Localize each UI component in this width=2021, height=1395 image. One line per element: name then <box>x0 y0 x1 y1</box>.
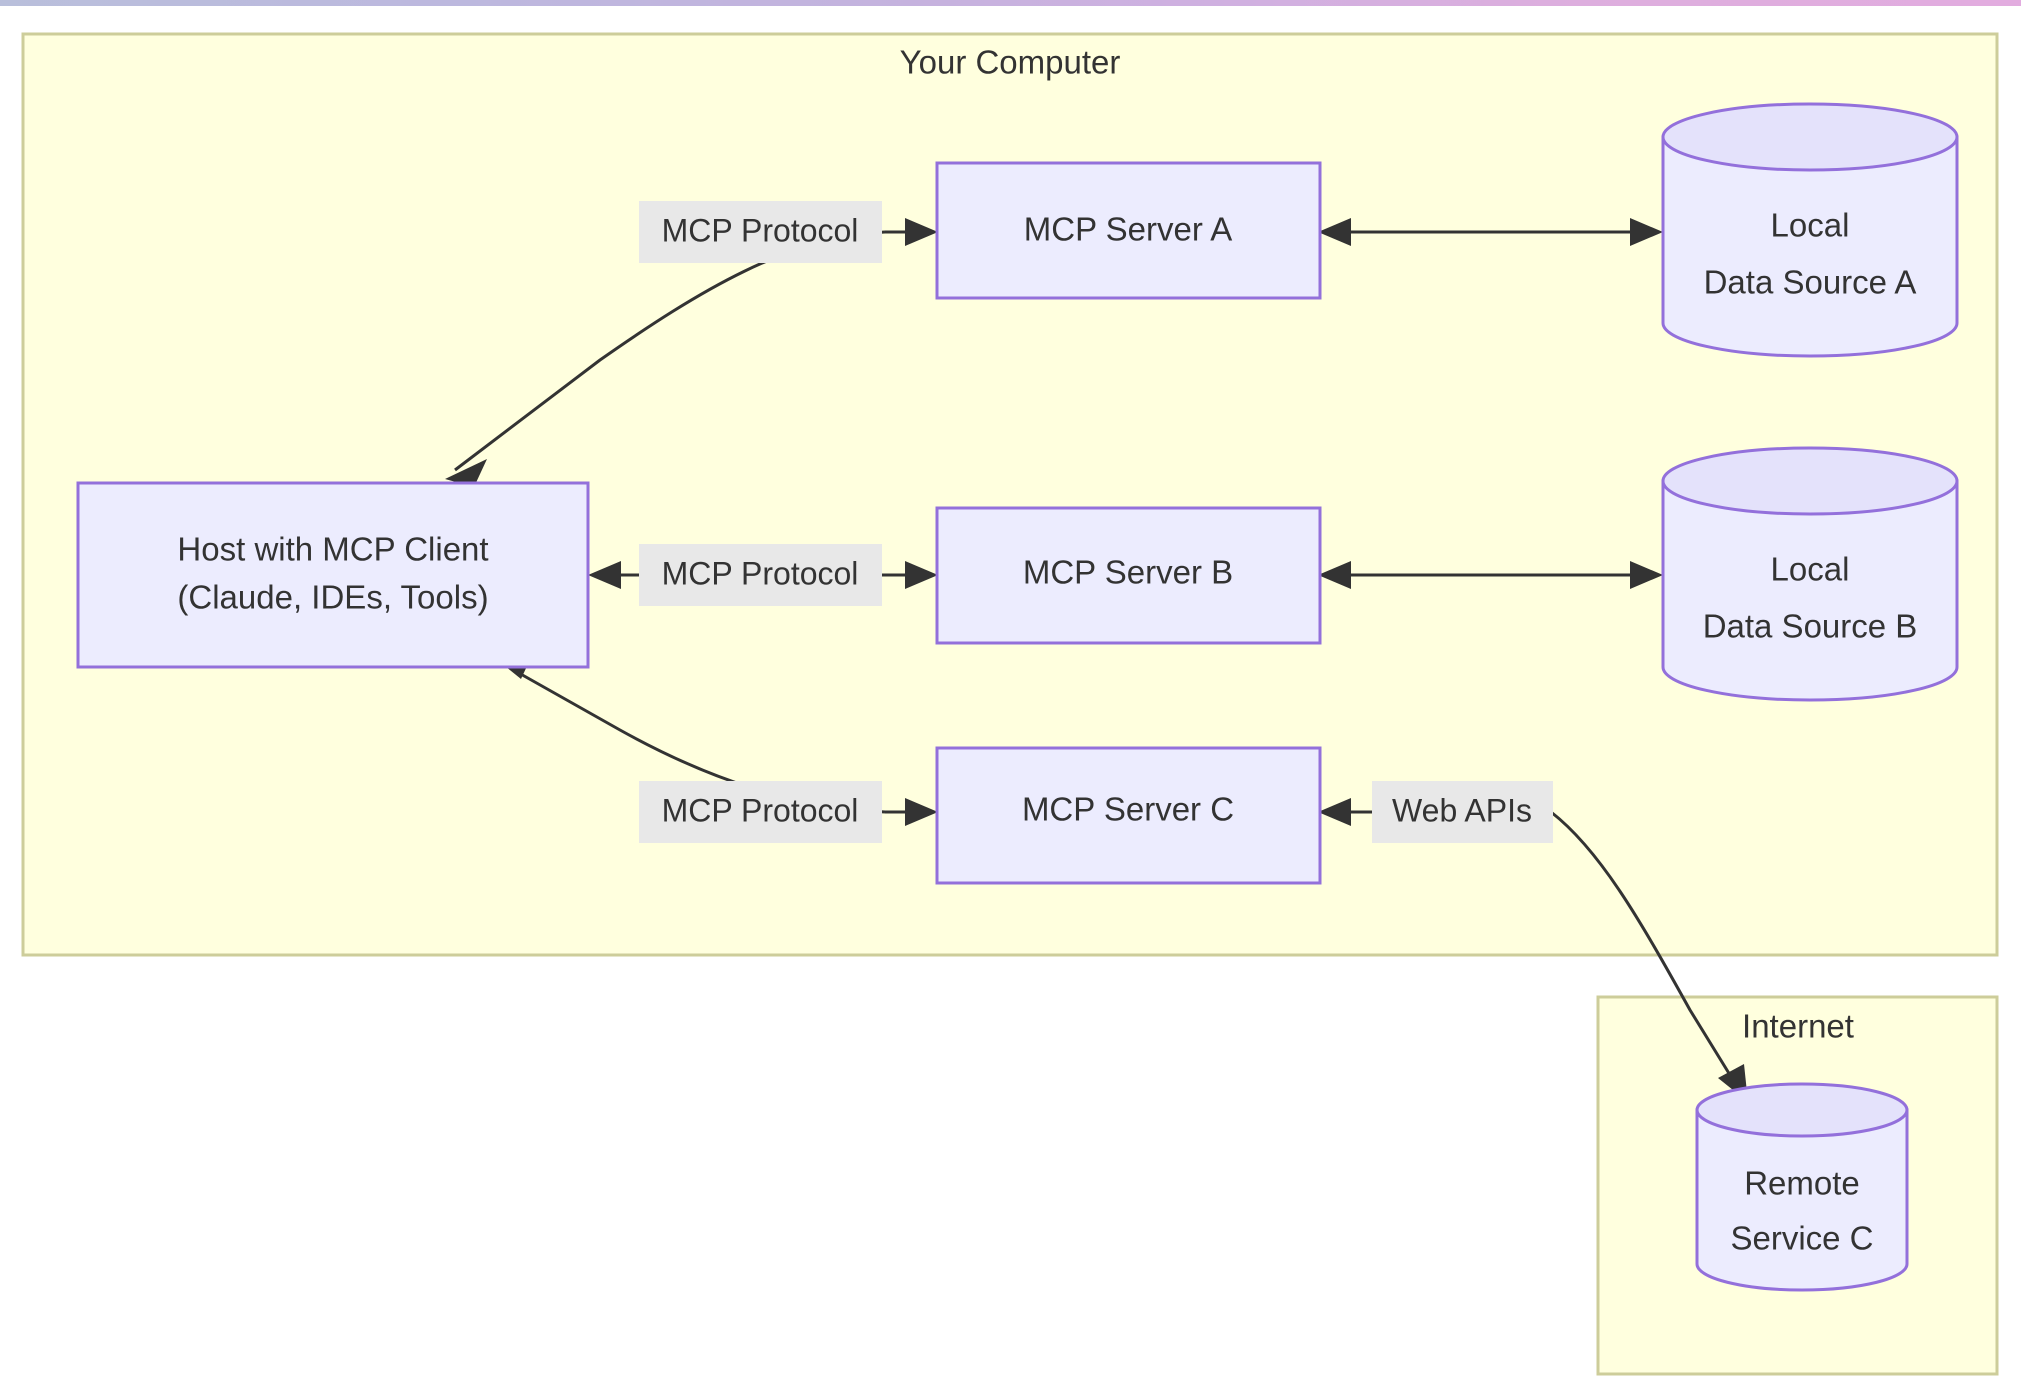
node-mcp-server-a-label: MCP Server A <box>1024 211 1232 248</box>
edge-data-source-b-arrowhead-right <box>1630 561 1663 589</box>
edge-label-host-server-c-text: MCP Protocol <box>662 792 859 828</box>
edge-server-a-arrowhead-left <box>1318 218 1351 246</box>
cluster-internet-label: Internet <box>1742 1008 1854 1045</box>
edge-label-web-apis: Web APIs <box>1372 781 1553 843</box>
edge-host-to-server-a-arrowhead-right <box>905 218 938 246</box>
edge-label-host-server-a-text: MCP Protocol <box>662 212 859 248</box>
top-gradient-bar <box>0 0 2021 6</box>
node-mcp-server-c-box[interactable] <box>935 746 1322 885</box>
edge-label-web-apis-bg <box>1372 781 1553 843</box>
edge-data-source-a-arrowhead-right <box>1630 218 1663 246</box>
node-mcp-server-c[interactable]: MCP Server C <box>935 746 1322 885</box>
node-host-label-line2: (Claude, IDEs, Tools) <box>177 579 488 616</box>
cluster-your-computer-label: Your Computer <box>900 44 1121 81</box>
node-host-label-line1: Host with MCP Client <box>177 531 488 568</box>
edge-label-host-server-b-bg <box>639 544 882 606</box>
node-local-data-source-b[interactable]: Local Data Source B <box>1661 446 1959 702</box>
node-local-data-source-a[interactable]: Local Data Source A <box>1661 102 1959 358</box>
node-data-source-a-cylinder-top <box>1661 102 1959 172</box>
edge-server-b-arrowhead-left <box>1318 561 1351 589</box>
node-data-source-a-cylinder-body[interactable] <box>1661 135 1959 358</box>
node-remote-service-c-cylinder-top <box>1695 1082 1909 1138</box>
node-host-box[interactable] <box>76 481 590 669</box>
node-mcp-server-b[interactable]: MCP Server B <box>935 506 1322 645</box>
node-host-with-mcp-client[interactable]: Host with MCP Client (Claude, IDEs, Tool… <box>76 481 590 669</box>
edge-server-c-arrowhead-left <box>1318 798 1351 826</box>
edge-host-to-server-a-arrowhead <box>445 459 487 487</box>
node-data-source-b-label-line2: Data Source B <box>1703 608 1918 645</box>
node-data-source-b-cylinder-body[interactable] <box>1661 479 1959 702</box>
node-mcp-server-b-label: MCP Server B <box>1023 554 1233 591</box>
edge-label-host-server-b-text: MCP Protocol <box>662 555 859 591</box>
edge-host-to-server-c-arrowhead-right <box>905 798 938 826</box>
edge-label-host-server-a-bg <box>639 201 882 263</box>
node-remote-service-c[interactable]: Remote Service C <box>1695 1082 1909 1292</box>
node-mcp-server-a[interactable]: MCP Server A <box>935 161 1322 300</box>
node-data-source-a-label-line2: Data Source A <box>1704 264 1917 301</box>
node-mcp-server-b-box[interactable] <box>935 506 1322 645</box>
node-remote-service-c-cylinder-body[interactable] <box>1695 1108 1909 1292</box>
node-data-source-b-label-line1: Local <box>1771 551 1850 588</box>
edge-web-apis-to-remote-curve <box>1550 810 1740 1089</box>
node-data-source-a-label-line1: Local <box>1771 207 1850 244</box>
edge-label-host-server-a: MCP Protocol <box>639 201 882 263</box>
node-mcp-server-c-label: MCP Server C <box>1022 791 1234 828</box>
edge-label-web-apis-text: Web APIs <box>1392 792 1532 828</box>
node-mcp-server-a-box[interactable] <box>935 161 1322 300</box>
edge-host-to-server-b-arrowhead-right <box>905 561 938 589</box>
edge-label-host-server-c-bg <box>639 781 882 843</box>
edge-label-host-server-b: MCP Protocol <box>639 544 882 606</box>
node-data-source-b-cylinder-top <box>1661 446 1959 516</box>
edge-server-b-to-data-source-b <box>1318 561 1663 589</box>
edge-server-a-to-data-source-a <box>1318 218 1663 246</box>
node-remote-service-c-label-line2: Service C <box>1730 1220 1873 1257</box>
edge-host-to-server-b-arrowhead-left <box>588 561 621 589</box>
node-remote-service-c-label-line1: Remote <box>1744 1165 1860 1202</box>
edge-label-host-server-c: MCP Protocol <box>639 781 882 843</box>
